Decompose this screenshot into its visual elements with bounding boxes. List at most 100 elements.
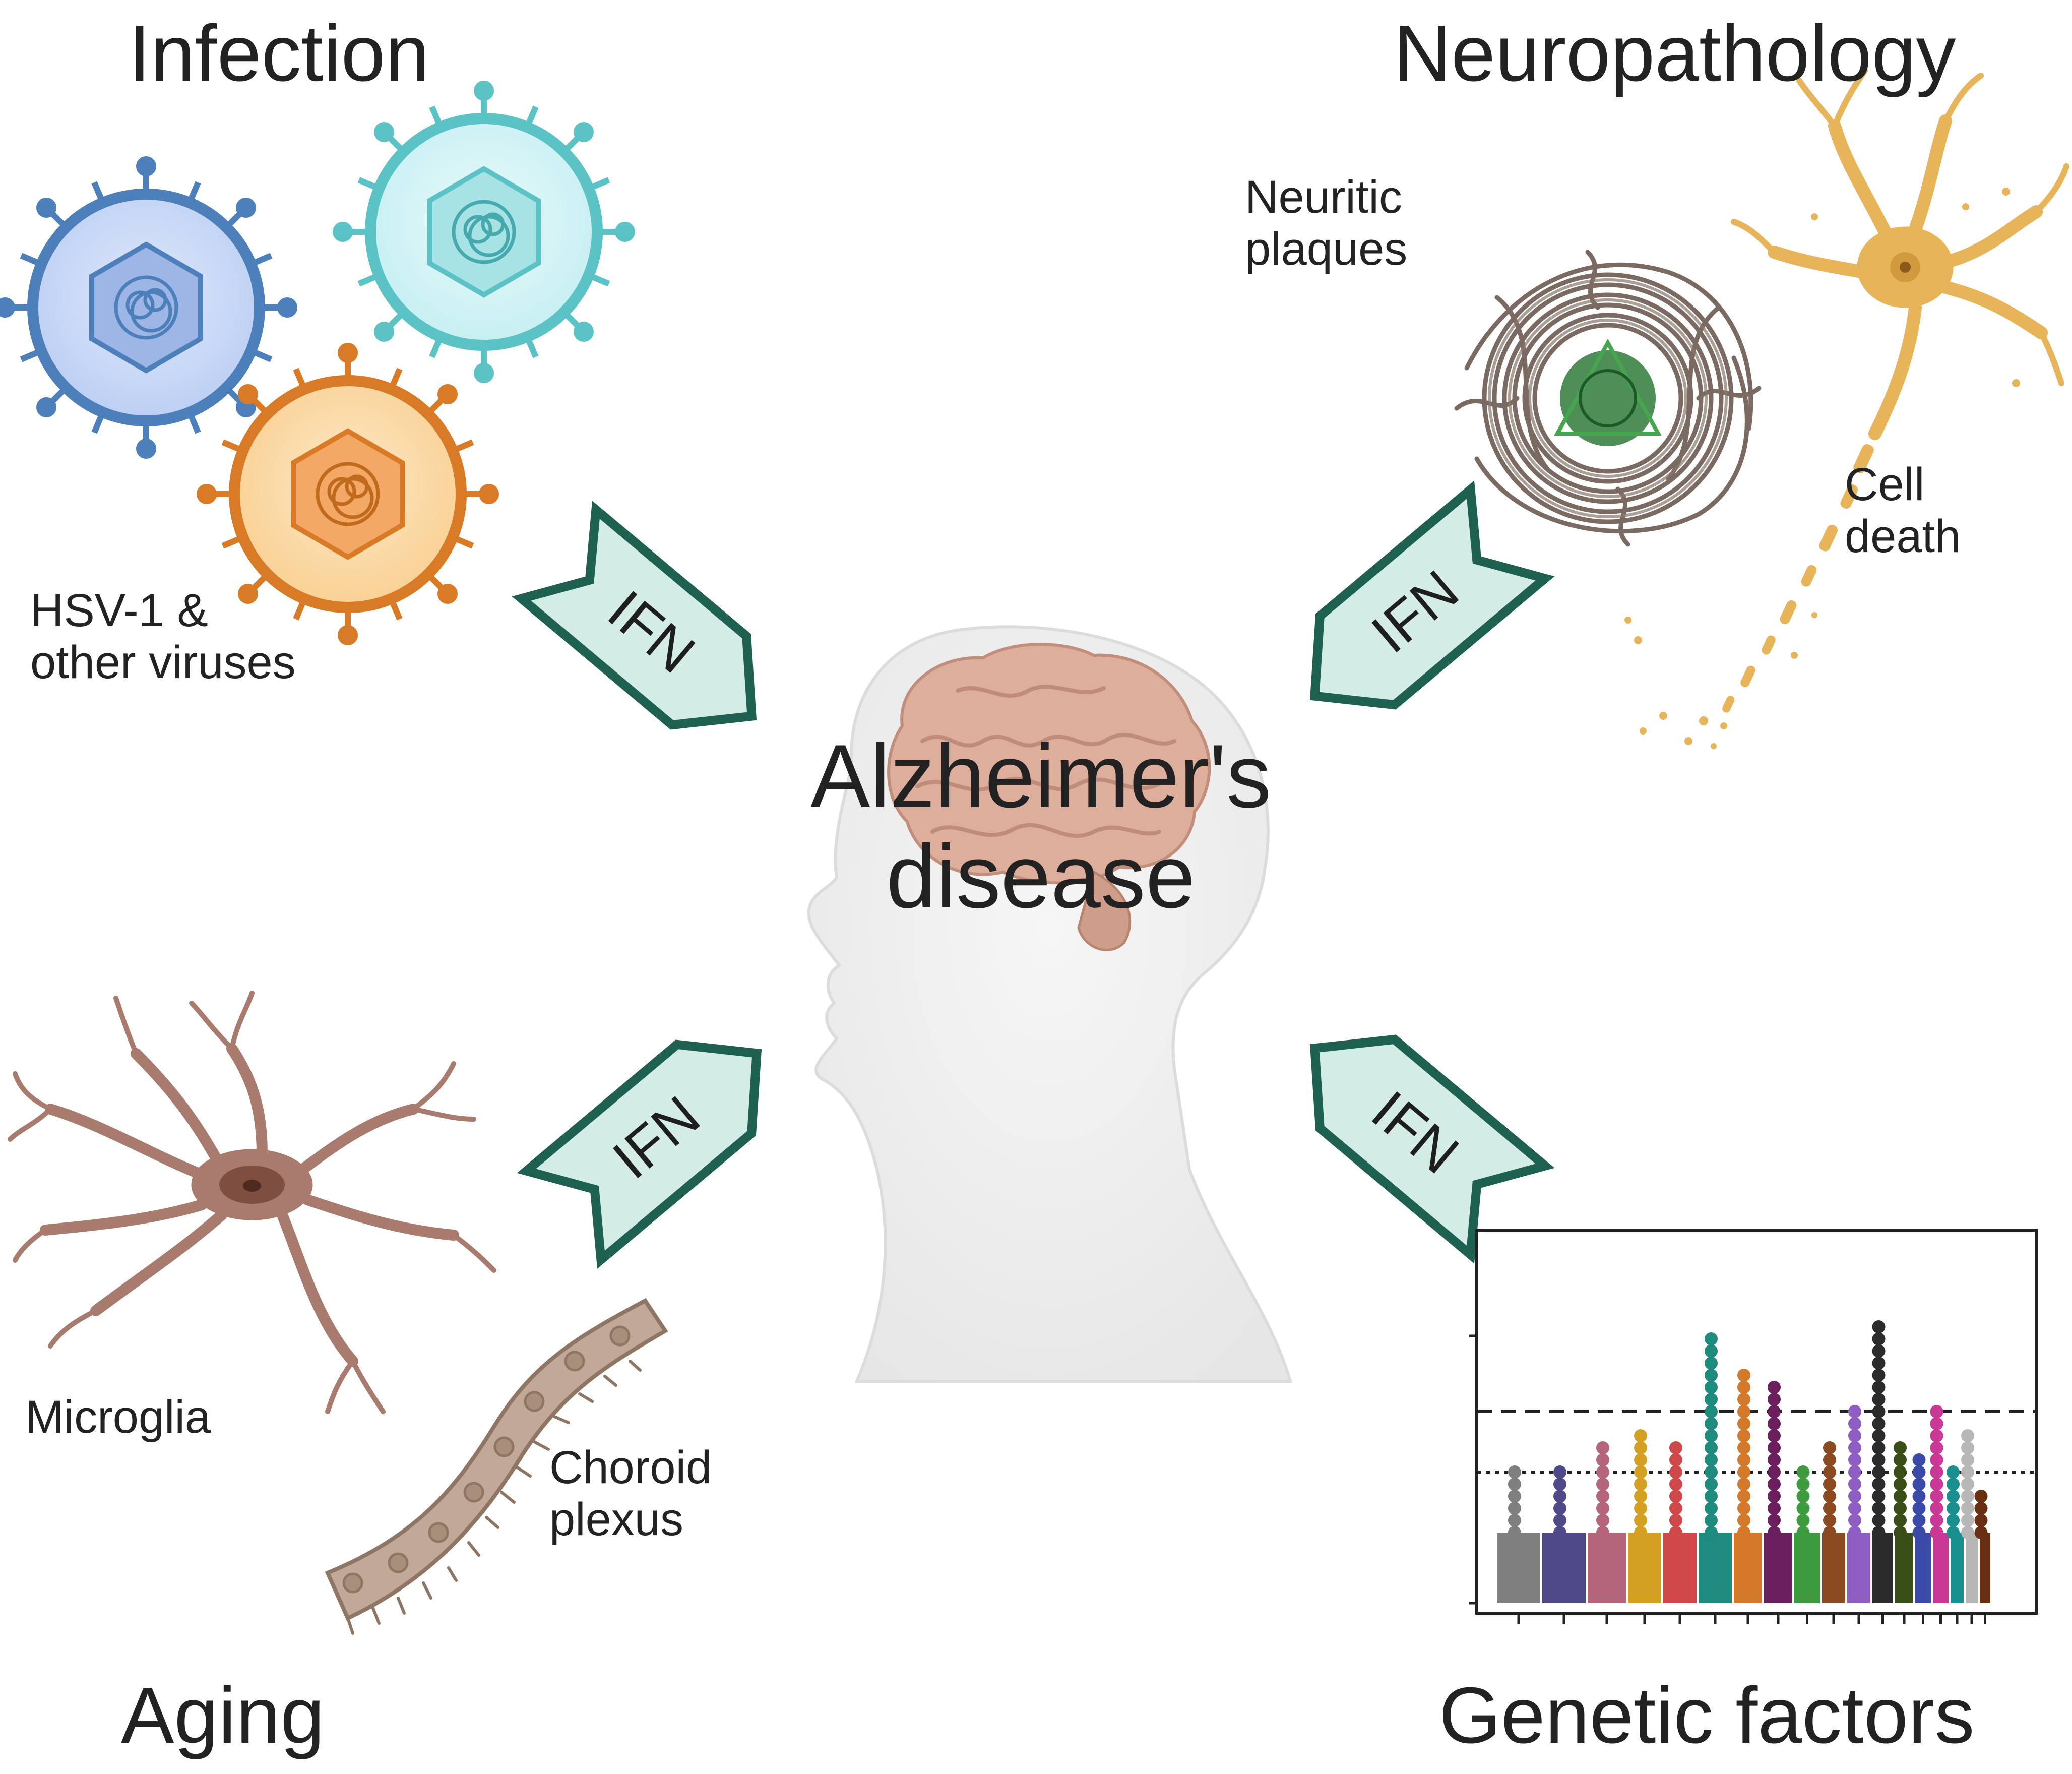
manhattan-point xyxy=(1737,1478,1750,1491)
manhattan-point xyxy=(1930,1490,1943,1503)
label-plaques-line1: Neuritic xyxy=(1245,171,1402,223)
manhattan-column xyxy=(1734,1533,1762,1603)
manhattan-point xyxy=(1705,1405,1718,1418)
manhattan-column xyxy=(1915,1533,1931,1603)
manhattan-point xyxy=(1872,1514,1886,1527)
manhattan-point xyxy=(1823,1514,1836,1527)
manhattan-point xyxy=(1634,1429,1647,1442)
manhattan-point xyxy=(1961,1453,1974,1466)
manhattan-point xyxy=(1912,1502,1926,1515)
manhattan-point xyxy=(1705,1502,1718,1515)
manhattan-point xyxy=(1705,1357,1718,1370)
manhattan-point xyxy=(1737,1441,1750,1454)
label-alzheimers-line1: Alzheimer's xyxy=(810,726,1272,826)
manhattan-point xyxy=(1768,1405,1781,1418)
manhattan-point xyxy=(1848,1453,1861,1466)
manhattan-point xyxy=(1596,1514,1609,1527)
manhattan-point xyxy=(1894,1453,1907,1466)
manhattan-point xyxy=(1872,1393,1886,1406)
manhattan-point xyxy=(1508,1526,1521,1539)
label-neuropathology: Neuropathology xyxy=(1394,9,1956,98)
manhattan-point xyxy=(1596,1465,1609,1479)
manhattan-point xyxy=(1947,1478,1960,1491)
label-alzheimers-line2: disease xyxy=(886,826,1196,927)
label-genetic-factors: Genetic factors xyxy=(1439,1671,1975,1760)
manhattan-point xyxy=(1872,1344,1886,1358)
manhattan-point xyxy=(1872,1320,1886,1333)
manhattan-point xyxy=(1737,1429,1750,1442)
manhattan-point xyxy=(1872,1357,1886,1370)
manhattan-column xyxy=(1847,1533,1870,1603)
manhattan-point xyxy=(1848,1502,1861,1515)
manhattan-point xyxy=(1872,1490,1886,1503)
manhattan-point xyxy=(1872,1381,1886,1394)
manhattan-point xyxy=(1894,1514,1907,1527)
manhattan-point xyxy=(1974,1514,1988,1527)
manhattan-point xyxy=(1705,1344,1718,1358)
manhattan-point xyxy=(1848,1490,1861,1503)
manhattan-point xyxy=(1823,1453,1836,1466)
manhattan-point xyxy=(1872,1417,1886,1430)
manhattan-point xyxy=(1705,1381,1718,1394)
manhattan-point xyxy=(1768,1381,1781,1394)
label-plaques-line2: plaques xyxy=(1245,223,1408,275)
label-aging: Aging xyxy=(121,1671,325,1760)
manhattan-point xyxy=(1930,1502,1943,1515)
manhattan-point xyxy=(1553,1478,1566,1491)
manhattan-column xyxy=(1980,1533,1990,1603)
manhattan-point xyxy=(1634,1441,1647,1454)
manhattan-point xyxy=(1596,1478,1609,1491)
manhattan-point xyxy=(1947,1490,1960,1503)
manhattan-point xyxy=(1634,1478,1647,1491)
manhattan-point xyxy=(1737,1417,1750,1430)
manhattan-point xyxy=(1737,1465,1750,1479)
manhattan-point xyxy=(1705,1465,1718,1479)
manhattan-point xyxy=(1872,1441,1886,1454)
manhattan-point xyxy=(1705,1514,1718,1527)
manhattan-point xyxy=(1872,1502,1886,1515)
label-choroid-line1: Choroid xyxy=(549,1442,712,1493)
manhattan-point xyxy=(1768,1417,1781,1430)
manhattan-column xyxy=(1628,1533,1661,1603)
virus-blue xyxy=(0,156,297,459)
manhattan-point xyxy=(1823,1502,1836,1515)
manhattan-point xyxy=(1872,1453,1886,1466)
manhattan-point xyxy=(1669,1514,1682,1527)
manhattan-point xyxy=(1634,1490,1647,1503)
manhattan-point xyxy=(1930,1478,1943,1491)
manhattan-point xyxy=(1912,1465,1926,1479)
manhattan-point xyxy=(1634,1453,1647,1466)
manhattan-point xyxy=(1848,1405,1861,1418)
manhattan-point xyxy=(1848,1465,1861,1479)
manhattan-point xyxy=(1894,1465,1907,1479)
manhattan-point xyxy=(1669,1441,1682,1454)
manhattan-point xyxy=(1947,1514,1960,1527)
manhattan-point xyxy=(1930,1429,1943,1442)
manhattan-column xyxy=(1794,1533,1820,1603)
manhattan-point xyxy=(1872,1465,1886,1479)
manhattan-point xyxy=(1894,1502,1907,1515)
manhattan-point xyxy=(1961,1502,1974,1515)
manhattan-column xyxy=(1895,1533,1913,1603)
manhattan-point xyxy=(1848,1514,1861,1527)
manhattan-point xyxy=(1894,1526,1907,1539)
label-alzheimers-disease: Alzheimer's disease xyxy=(771,726,1310,927)
manhattan-point xyxy=(1634,1465,1647,1479)
manhattan-point xyxy=(1737,1502,1750,1515)
manhattan-point xyxy=(1823,1490,1836,1503)
manhattan-point xyxy=(1947,1502,1960,1515)
manhattan-point xyxy=(1596,1490,1609,1503)
manhattan-point xyxy=(1823,1441,1836,1454)
manhattan-point xyxy=(1894,1490,1907,1503)
manhattan-point xyxy=(1912,1490,1926,1503)
manhattan-point xyxy=(1912,1514,1926,1527)
manhattan-point xyxy=(1848,1429,1861,1442)
manhattan-point xyxy=(1961,1490,1974,1503)
manhattan-column xyxy=(1588,1533,1626,1603)
manhattan-point xyxy=(1912,1453,1926,1466)
manhattan-point xyxy=(1634,1526,1647,1539)
virus-orange xyxy=(197,343,499,645)
manhattan-point xyxy=(1634,1502,1647,1515)
manhattan-point xyxy=(1737,1393,1750,1406)
